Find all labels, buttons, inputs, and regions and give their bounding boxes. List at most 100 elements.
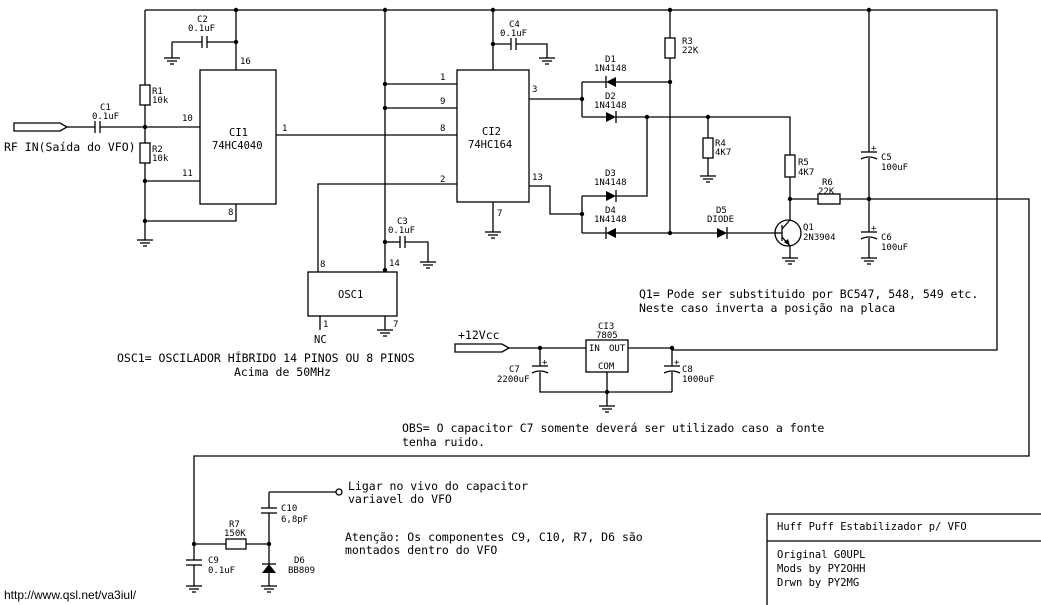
svg-text:C2: C2 <box>197 15 208 25</box>
svg-text:100uF: 100uF <box>881 163 908 173</box>
attention-note: Atenção: Os componentes C9, C10, R7, D6 … <box>345 530 643 557</box>
svg-text:C8: C8 <box>682 365 693 375</box>
svg-text:R5: R5 <box>798 158 809 168</box>
resistor-r1 <box>139 84 151 106</box>
svg-text:150K: 150K <box>224 529 246 539</box>
capacitor-c3: C3 0.1uF <box>388 217 415 248</box>
supply-connector: +12Vcc <box>454 328 511 353</box>
svg-text:7805: 7805 <box>596 331 618 341</box>
svg-text:D4: D4 <box>605 206 616 216</box>
diode-d3: D3 1N4148 <box>594 169 627 202</box>
capacitor-c10: C10 6,8pF <box>261 504 308 525</box>
diode-d1: D1 1N4148 <box>594 55 627 88</box>
svg-text:R4: R4 <box>715 139 726 149</box>
capacitor-c5: + C5 100uF <box>860 144 908 173</box>
svg-text:14: 14 <box>389 259 400 269</box>
svg-text:74HC164: 74HC164 <box>468 139 512 151</box>
title-block-title: Huff Puff Estabilizador p/ VFO <box>777 521 967 533</box>
svg-text:R3: R3 <box>682 37 693 47</box>
vfo-terminal <box>335 488 343 496</box>
svg-text:Ligar no vivo do capacitor: Ligar no vivo do capacitor <box>348 479 528 493</box>
svg-text:13: 13 <box>532 173 543 183</box>
svg-text:Acima de 50MHz: Acima de 50MHz <box>234 365 331 379</box>
svg-text:4K7: 4K7 <box>798 168 814 178</box>
q1-note: Q1= Pode ser substituido por BC547, 548,… <box>639 287 978 315</box>
top-rail <box>145 9 998 351</box>
svg-text:variavel do VFO: variavel do VFO <box>348 492 452 506</box>
svg-text:R2: R2 <box>152 145 163 155</box>
svg-text:2200uF: 2200uF <box>497 375 530 385</box>
rf-input-label: RF IN(Saída do VFO) <box>4 140 136 154</box>
svg-text:1: 1 <box>440 73 445 83</box>
svg-text:2: 2 <box>440 175 445 185</box>
svg-text:0.1uF: 0.1uF <box>92 112 119 122</box>
svg-text:7: 7 <box>393 320 398 330</box>
svg-text:Atenção: Os componentes C9, C1: Atenção: Os componentes C9, C10, R7, D6 … <box>345 530 643 544</box>
svg-text:22K: 22K <box>818 187 835 197</box>
capacitor-c1: C1 0.1uF <box>92 103 119 133</box>
svg-text:6,8pF: 6,8pF <box>281 515 308 525</box>
svg-text:D1: D1 <box>605 55 616 65</box>
resistor-r7 <box>225 538 247 550</box>
svg-text:0.1uF: 0.1uF <box>188 24 215 34</box>
svg-text:10k: 10k <box>152 96 169 106</box>
svg-text:22K: 22K <box>682 46 699 56</box>
svg-text:+: + <box>674 358 680 368</box>
svg-text:C10: C10 <box>281 504 297 514</box>
svg-text:OUT: OUT <box>609 344 626 354</box>
svg-text:OSC1= OSCILADOR HÍBRIDO 14 PIN: OSC1= OSCILADOR HÍBRIDO 14 PINOS OU 8 PI… <box>117 350 415 365</box>
osc-note: OSC1= OSCILADOR HÍBRIDO 14 PINOS OU 8 PI… <box>117 350 415 379</box>
svg-text:1: 1 <box>282 124 287 134</box>
svg-text:OBS= O capacitor C7 somente de: OBS= O capacitor C7 somente deverá ser u… <box>402 421 824 435</box>
svg-text:C1: C1 <box>100 103 111 113</box>
svg-text:16: 16 <box>240 57 251 67</box>
svg-text:7: 7 <box>497 209 502 219</box>
vfo-note: Ligar no vivo do capacitor variavel do V… <box>348 479 528 506</box>
svg-text:C6: C6 <box>881 233 892 243</box>
svg-text:3: 3 <box>532 85 537 95</box>
rf-input-connector: RF IN(Saída do VFO) <box>4 122 136 154</box>
svg-text:1000uF: 1000uF <box>682 375 715 385</box>
svg-text:+: + <box>871 224 877 234</box>
svg-text:IN: IN <box>589 344 600 354</box>
svg-text:C5: C5 <box>881 153 892 163</box>
svg-text:0.1uF: 0.1uF <box>500 29 527 39</box>
svg-text:D5: D5 <box>716 206 727 216</box>
capacitor-c7: + C7 2200uF <box>497 358 549 385</box>
svg-text:0.1uF: 0.1uF <box>208 566 235 576</box>
svg-text:D2: D2 <box>605 92 616 102</box>
svg-text:DIODE: DIODE <box>707 215 734 225</box>
resistor-r3 <box>664 37 676 59</box>
svg-text:1: 1 <box>323 320 328 330</box>
svg-text:CI3: CI3 <box>598 322 614 332</box>
svg-text:C9: C9 <box>208 556 219 566</box>
source-url[interactable]: http://www.qsl.net/va3iul/ <box>4 588 137 602</box>
svg-text:+: + <box>871 144 877 154</box>
svg-text:8: 8 <box>440 124 445 134</box>
svg-text:74HC4040: 74HC4040 <box>212 140 263 152</box>
ic-ci2: CI2 74HC164 1 9 8 2 3 13 7 <box>440 69 543 219</box>
svg-text:Mods by PY2OHH: Mods by PY2OHH <box>777 563 866 575</box>
svg-text:R7: R7 <box>229 520 240 530</box>
svg-text:10: 10 <box>182 114 193 124</box>
svg-text:4K7: 4K7 <box>715 148 731 158</box>
svg-text:CI2: CI2 <box>482 126 501 138</box>
svg-text:C3: C3 <box>397 217 408 227</box>
obs-note: OBS= O capacitor C7 somente deverá ser u… <box>402 421 824 449</box>
svg-text:+12Vcc: +12Vcc <box>458 328 500 342</box>
svg-text:tenha ruido.: tenha ruido. <box>402 435 485 449</box>
svg-text:2N3904: 2N3904 <box>803 233 836 243</box>
resistor-r4 <box>702 137 714 159</box>
capacitor-c6: + C6 100uF <box>860 224 908 253</box>
diode-d6: D6 BB809 <box>262 556 315 576</box>
svg-text:R1: R1 <box>152 87 163 97</box>
svg-text:11: 11 <box>182 169 193 179</box>
svg-text:1N4148: 1N4148 <box>594 64 627 74</box>
title-block: Huff Puff Estabilizador p/ VFO Original … <box>766 513 1041 605</box>
svg-text:+: + <box>542 358 548 368</box>
svg-text:100uF: 100uF <box>881 243 908 253</box>
svg-text:Q1: Q1 <box>803 223 814 233</box>
svg-text:8: 8 <box>228 208 233 218</box>
svg-text:D3: D3 <box>605 169 616 179</box>
svg-text:C7: C7 <box>509 365 520 375</box>
